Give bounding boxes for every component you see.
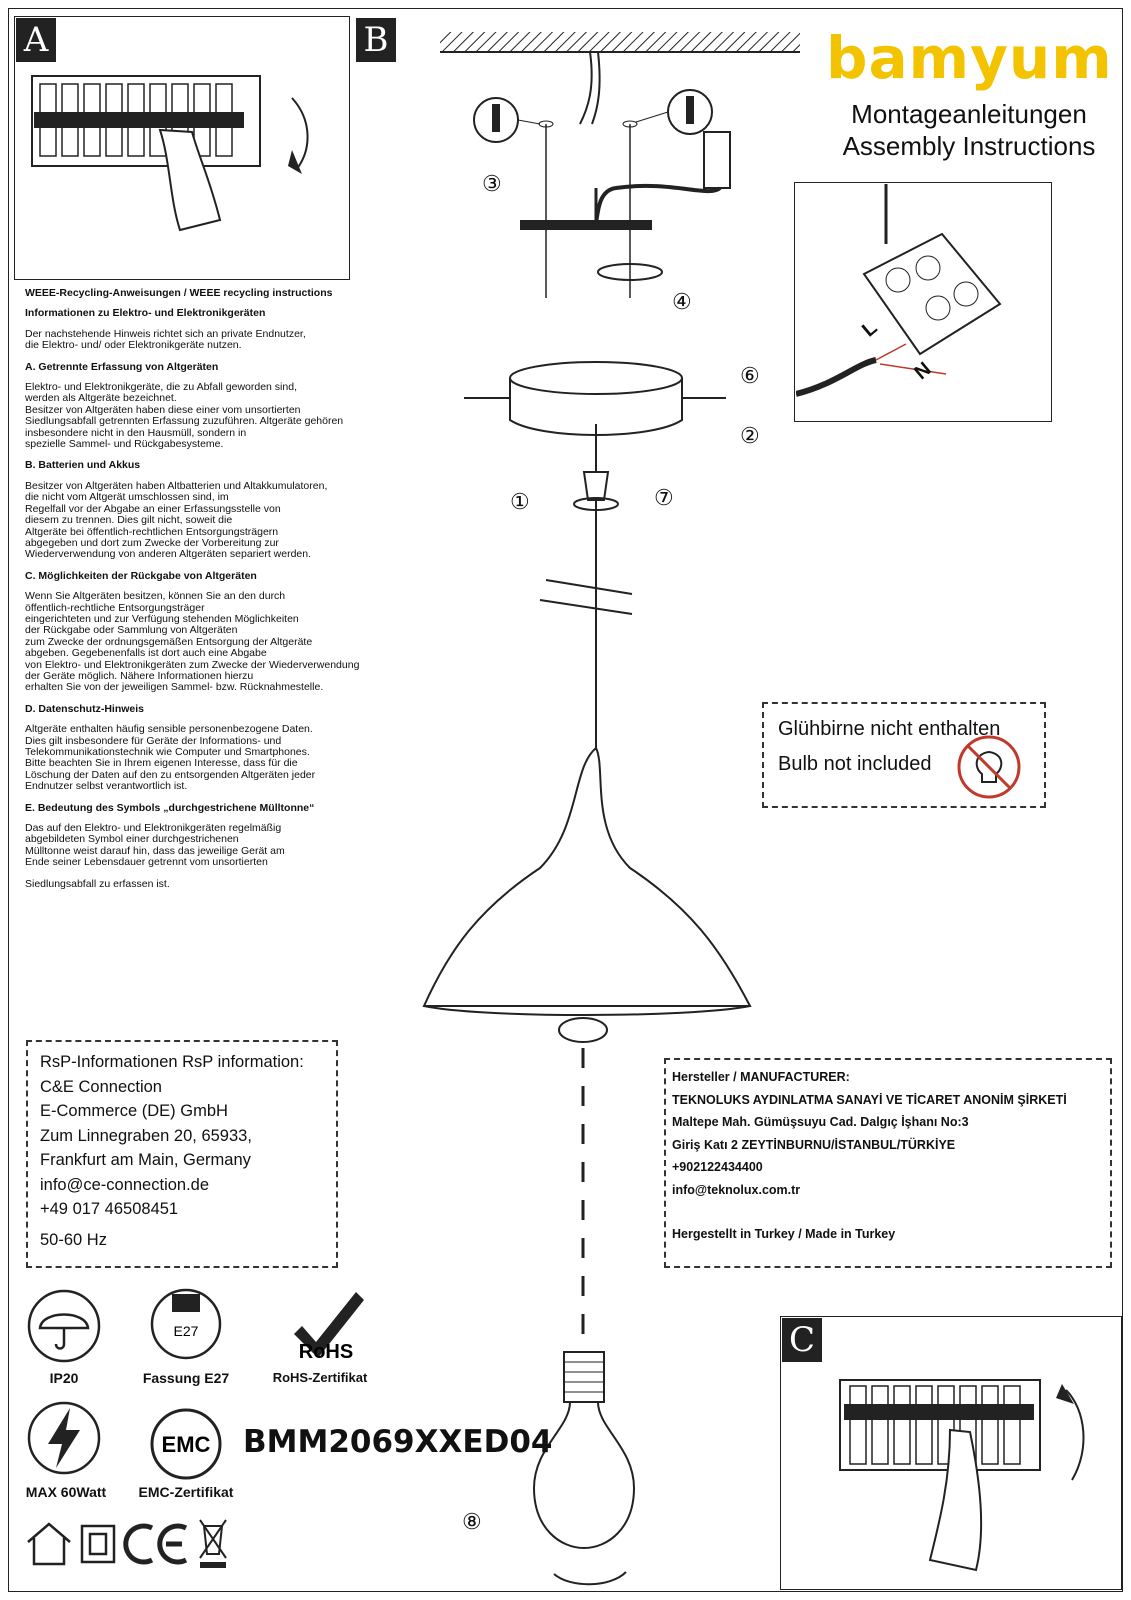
ip-rating-label: IP20 <box>49 1370 79 1386</box>
weee-heading-e: E. Bedeutung des Symbols „durchgestriche… <box>25 801 315 814</box>
weee-footer: Siedlungsabfall zu erfassen ist. <box>25 877 170 890</box>
no-bulb-icon <box>957 735 1021 799</box>
weee-heading-d: D. Datenschutz-Hinweis <box>25 702 145 715</box>
mfr-company: TEKNOLUKS AYDINLATMA SANAYİ VE TİCARET A… <box>672 1092 1067 1107</box>
weee-instructions: WEEE-Recycling-Anweisungen / WEEE recycl… <box>25 287 445 900</box>
weee-body-b: Besitzer von Altgeräten haben Altbatteri… <box>25 479 328 561</box>
rsp-frequency: 50-60 Hz <box>40 1230 107 1249</box>
panel-c-frame <box>780 1316 1122 1590</box>
panel-b-label: B <box>356 18 396 62</box>
subtitle-de: Montageanleitungen <box>851 99 1087 129</box>
weee-body-d: Altgeräte enthalten häufig sensible pers… <box>25 723 316 793</box>
crossed-bin-icon <box>199 1519 227 1568</box>
mfr-address-2: Giriş Katı 2 ZEYTİNBURNU/İSTANBUL/TÜRKİY… <box>672 1137 956 1152</box>
wiring-terminal-illustration <box>796 184 1002 397</box>
rsp-company: C&E Connection <box>40 1077 162 1096</box>
panel-a-frame <box>14 16 350 280</box>
step-4: ④ <box>672 290 692 315</box>
socket-e27-text: E27 <box>174 1323 199 1339</box>
rsp-phone: +49 017 46508451 <box>40 1200 179 1218</box>
mfr-origin: Hergestellt in Turkey / Made in Turkey <box>672 1227 896 1241</box>
rsp-city: Frankfurt am Main, Germany <box>40 1151 251 1169</box>
mfr-title: Hersteller / MANUFACTURER: <box>672 1070 850 1084</box>
emc-logo-text: EMC <box>162 1432 211 1457</box>
rsp-company-2: E-Commerce (DE) GmbH <box>40 1102 228 1120</box>
panel-c-label: C <box>782 1318 822 1362</box>
emc-label: EMC-Zertifikat <box>138 1484 234 1500</box>
weee-heading-b: B. Batterien und Akkus <box>25 459 141 472</box>
step-7: ⑦ <box>654 486 674 511</box>
step-1: ① <box>510 490 530 515</box>
ce-mark-icon <box>123 1523 188 1565</box>
breaker-off-illustration <box>31 75 309 232</box>
emc-icon: EMC <box>150 1408 222 1480</box>
weee-heading-a: A. Getrennte Erfassung von Altgeräten <box>25 360 219 373</box>
bulb-note-de: Glühbirne nicht enthalten <box>778 718 1001 740</box>
bulb-note-en: Bulb not included <box>778 753 932 775</box>
rsp-information-box: RsP-Informationen RsP information: C&E C… <box>26 1040 338 1268</box>
rohs-icon: RoHS <box>294 1292 364 1362</box>
socket-e27-icon: E27 <box>150 1288 222 1360</box>
weee-intro: Der nachstehende Hinweis richtet sich an… <box>25 327 306 352</box>
rohs-logo-text: RoHS <box>299 1341 353 1362</box>
breaker-on-illustration <box>839 1379 1085 1572</box>
model-number: BMM2069XXED04 <box>243 1424 553 1460</box>
weee-title: WEEE-Recycling-Anweisungen / WEEE recycl… <box>25 287 333 299</box>
brand-subtitle: Montageanleitungen Assembly Instructions <box>826 98 1112 162</box>
step-6: ⑥ <box>740 364 760 389</box>
umbrella-icon <box>27 1289 101 1363</box>
lightning-icon <box>27 1401 101 1475</box>
rohs-label: RoHS-Zertifikat <box>272 1370 368 1385</box>
socket-label: Fassung E27 <box>142 1370 230 1386</box>
mfr-blank <box>672 1201 1104 1223</box>
manufacturer-box: Hersteller / MANUFACTURER: TEKNOLUKS AYD… <box>664 1058 1112 1268</box>
step-3: ③ <box>482 172 502 197</box>
wiring-inset-frame <box>794 182 1052 422</box>
mfr-phone: +902122434400 <box>672 1160 763 1174</box>
step-2: ② <box>740 424 760 449</box>
rsp-email: info@ce-connection.de <box>40 1175 210 1194</box>
rsp-street: Zum Linnegraben 20, 65933, <box>40 1126 252 1145</box>
max-watt-label: MAX 60Watt <box>25 1484 107 1500</box>
weee-heading-c: C. Möglichkeiten der Rückgabe von Altger… <box>25 569 257 582</box>
weee-body-a: Elektro- und Elektronikgeräte, die zu Ab… <box>25 381 344 451</box>
brand-logo: bamyum <box>826 24 1113 92</box>
rsp-title: RsP-Informationen RsP information: <box>40 1053 304 1071</box>
panel-a-label: A <box>16 18 56 62</box>
class-ii-icon <box>80 1524 116 1564</box>
house-icon <box>27 1522 71 1566</box>
mfr-address: Maltepe Mah. Gümüşsuyu Cad. Dalgıç İşhan… <box>672 1115 969 1129</box>
step-8: ⑧ <box>462 1510 482 1535</box>
bulb-not-included-box: Glühbirne nicht enthalten Bulb not inclu… <box>762 702 1046 808</box>
assembly-illustration <box>422 32 800 1586</box>
page-frame <box>8 8 1123 1592</box>
weee-subtitle: Informationen zu Elektro- und Elektronik… <box>25 307 266 320</box>
subtitle-en: Assembly Instructions <box>842 131 1096 161</box>
weee-body-e: Das auf den Elektro- und Elektronikgerät… <box>25 822 285 869</box>
mfr-email: info@teknolux.com.tr <box>672 1182 801 1197</box>
weee-body-c: Wenn Sie Altgeräten besitzen, können Sie… <box>25 590 360 694</box>
